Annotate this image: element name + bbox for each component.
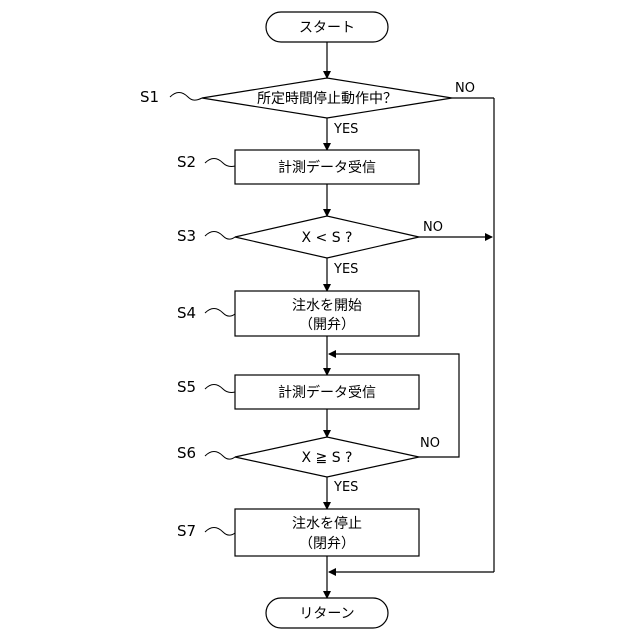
step-label-s4: S4 xyxy=(177,304,196,322)
step-label-s2: S2 xyxy=(177,153,196,171)
leader-s6 xyxy=(205,452,235,460)
step-label-s5: S5 xyxy=(177,378,196,396)
decision-s6: X ≧ S ? xyxy=(235,437,419,477)
start-label: スタート xyxy=(299,20,355,36)
leader-s7 xyxy=(205,528,235,536)
leader-s5 xyxy=(205,385,235,393)
s1-no-label: NO xyxy=(455,81,475,96)
end-label: リターン xyxy=(299,606,354,622)
leader-s1 xyxy=(170,93,202,101)
s1-yes-label: YES xyxy=(333,122,358,137)
s3-no-label: NO xyxy=(423,220,443,235)
start-terminal: スタート xyxy=(266,12,388,42)
process-s2: 計測データ受信 xyxy=(235,150,419,184)
process-s7: 注水を停止 （閉弁） xyxy=(235,509,419,556)
s6-no-label: NO xyxy=(420,436,440,451)
s4-line1: 注水を開始 xyxy=(292,298,362,314)
step-label-s7: S7 xyxy=(177,522,196,540)
decision-s1: 所定時間停止動作中？ xyxy=(202,78,452,118)
s7-line2: （閉弁） xyxy=(299,536,355,552)
s5-text: 計測データ受信 xyxy=(278,384,376,401)
leader-s3 xyxy=(205,232,235,240)
decision-s3: X < S ? xyxy=(235,216,419,258)
s3-question: X < S ? xyxy=(302,230,353,246)
s4-line2: （開弁） xyxy=(299,317,355,333)
s2-text: 計測データ受信 xyxy=(278,159,376,176)
process-s4: 注水を開始 （開弁） xyxy=(235,291,419,336)
step-label-s3: S3 xyxy=(177,227,196,245)
s6-yes-label: YES xyxy=(333,480,358,495)
process-s5: 計測データ受信 xyxy=(235,375,419,409)
s7-line1: 注水を停止 xyxy=(292,515,362,532)
s3-yes-label: YES xyxy=(333,262,358,277)
leader-s2 xyxy=(205,159,235,167)
s1-question: 所定時間停止動作中？ xyxy=(257,90,397,107)
step-label-s6: S6 xyxy=(177,444,196,462)
leader-s4 xyxy=(205,309,235,317)
s6-question: X ≧ S ? xyxy=(302,450,353,466)
end-terminal: リターン xyxy=(266,598,388,628)
step-label-s1: S1 xyxy=(140,88,159,106)
